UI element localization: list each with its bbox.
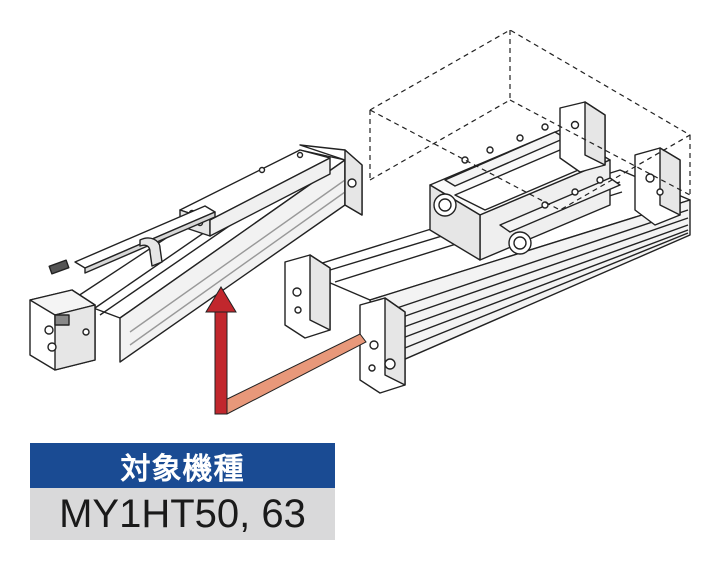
connector-band [216,333,367,415]
up-arrow-icon [205,286,237,415]
small-actuator [29,144,363,371]
payload-envelope [369,29,691,211]
applicable-models-box: 対象機種 MY1HT50, 63 [30,443,335,540]
large-actuator [284,101,691,394]
applicable-models-heading: 対象機種 [30,443,335,488]
applicable-models-list: MY1HT50, 63 [30,488,335,540]
